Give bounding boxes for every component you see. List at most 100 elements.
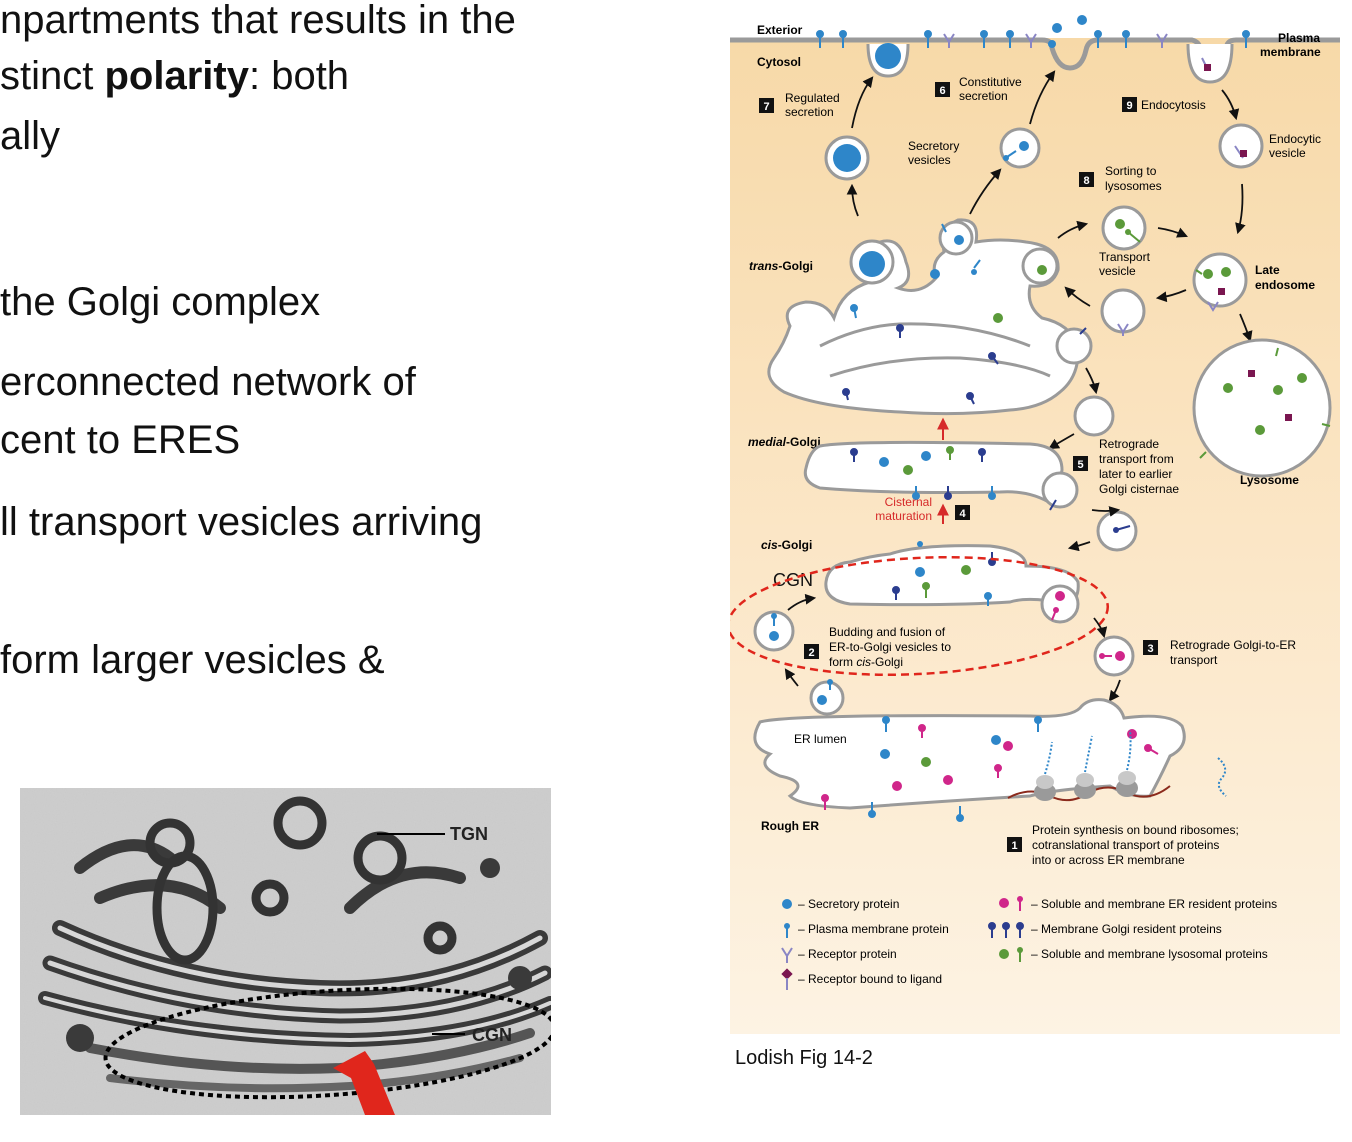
ribosomes <box>1034 771 1138 801</box>
step-7-line-1: Regulated <box>785 91 840 105</box>
label-cgn: CGN <box>773 570 813 590</box>
retrograde-vesicle-2 <box>1073 395 1115 437</box>
slide-line-1: npartments that results in the <box>0 0 516 42</box>
step-5-number: 5 <box>1077 459 1083 471</box>
slide-line-5: erconnected network of <box>0 360 416 404</box>
step-5-line-4: Golgi cisternae <box>1099 482 1179 496</box>
step-1-badge <box>1007 837 1022 852</box>
trans-golgi-bud-dense <box>849 239 895 285</box>
step-9-number: 9 <box>1126 100 1132 112</box>
secreted-proteins <box>1048 15 1087 48</box>
legend-receptor-ligand: – Receptor bound to ligand <box>798 972 942 986</box>
lysosomal-transport-vesicle <box>1101 205 1147 251</box>
legend: – Secretory protein – Plasma membrane pr… <box>781 896 1277 990</box>
step-2-line-1: Budding and fusion of <box>829 625 946 639</box>
step-6-line-2: secretion <box>959 89 1008 103</box>
label-endosome: endosome <box>1255 278 1315 292</box>
label-plasma: Plasma <box>1278 31 1320 45</box>
cgn-highlight-ellipse <box>730 555 1110 677</box>
slide-line-7: ll transport vesicles arriving <box>0 500 483 544</box>
step-2-badge <box>804 644 819 659</box>
lysosome <box>1192 338 1332 478</box>
step-7-number: 7 <box>763 101 769 113</box>
constitutive-secretory-vesicle <box>999 127 1041 169</box>
cytosol-background <box>730 36 1340 1034</box>
retrograde-vesicle-3 <box>1096 510 1138 552</box>
regulated-secretory-vesicle <box>824 135 870 181</box>
er-secretory-proteins <box>880 735 1001 759</box>
step-3-number: 3 <box>1147 643 1153 655</box>
retrograde-vesicle-1 <box>1055 327 1093 365</box>
label-cytosol: Cytosol <box>757 55 801 69</box>
micrograph-label-cgn: CGN <box>472 1025 512 1045</box>
slide-line-2-post: : both <box>248 54 350 98</box>
legend-plasma-membrane: – Plasma membrane protein <box>798 922 949 936</box>
lodish-secretory-pathway-diagram: Exterior Cytosol Plasma membrane 7 Regul… <box>730 6 1340 1034</box>
cis-golgi-bud <box>1040 584 1080 624</box>
step-1-line-2: cotranslational transport of proteins <box>1032 838 1219 852</box>
step-5-line-1: Retrograde <box>1099 437 1159 451</box>
plasma-receptors <box>943 33 1168 48</box>
regulated-secretion-fusing-granule <box>866 43 910 78</box>
label-medial-golgi: medial-Golgi <box>748 435 821 449</box>
step-2-line-3: form cis-Golgi <box>829 655 903 669</box>
label-secretory: Secretory <box>908 139 959 153</box>
slide-line-8: form larger vesicles & <box>0 638 385 682</box>
slide-polarity-bold: polarity <box>104 54 249 98</box>
slide-line-2: stinct polarity: both <box>0 56 349 96</box>
legend-secretory: – Secretory protein <box>798 897 899 911</box>
medial-golgi-bud <box>1041 471 1079 511</box>
step-6-number: 6 <box>939 85 945 97</box>
step-8-line-1: Sorting to <box>1105 164 1157 178</box>
golgi-to-er-vesicle <box>1093 635 1135 677</box>
step-1-line-1: Protein synthesis on bound ribosomes; <box>1032 823 1239 837</box>
label-late: Late <box>1255 263 1280 277</box>
legend-receptor: – Receptor protein <box>798 947 897 961</box>
step-5-line-2: transport from <box>1099 452 1174 466</box>
label-transport: Transport <box>1099 250 1151 264</box>
trans-golgi-secretory-proteins <box>930 269 977 279</box>
golgi-micrograph: TGN CGN <box>20 788 551 1115</box>
step-4-number: 4 <box>959 508 966 520</box>
label-vesicle: vesicle <box>1269 146 1306 160</box>
step-2-number: 2 <box>808 647 814 659</box>
red-pointer-arrow <box>333 1051 395 1115</box>
step-7-badge <box>759 98 774 113</box>
slide-line-4: the Golgi complex <box>0 280 321 324</box>
step-6-line-1: Constitutive <box>959 75 1022 89</box>
step-8-line-2: lysosomes <box>1105 179 1162 193</box>
step-2-line-2: ER-to-Golgi vesicles to <box>829 640 951 654</box>
endocytic-vesicle <box>1218 123 1264 169</box>
label-maturation: maturation <box>875 509 932 523</box>
micrograph-label-tgn: TGN <box>450 824 488 844</box>
er-to-golgi-vesicle <box>753 610 795 652</box>
step-9-badge <box>1122 97 1137 112</box>
step-6-badge <box>935 82 950 97</box>
er-budding-vesicle <box>809 679 845 716</box>
label-cis-golgi: cis-Golgi <box>761 538 812 552</box>
step-9-line-1: Endocytosis <box>1141 98 1206 112</box>
label-endocytic: Endocytic <box>1269 132 1321 146</box>
step-3-badge <box>1143 640 1158 655</box>
label-er-lumen: ER lumen <box>794 732 847 746</box>
step-8-badge <box>1079 172 1094 187</box>
label-rough-er: Rough ER <box>761 819 819 833</box>
step-7-line-2: secretion <box>785 105 834 119</box>
legend-er-resident: – Soluble and membrane ER resident prote… <box>1031 897 1277 911</box>
label-vesicles: vesicles <box>908 153 951 167</box>
label-lysosome: Lysosome <box>1240 473 1299 487</box>
plasma-membrane-proteins <box>816 30 1250 48</box>
legend-golgi-resident: – Membrane Golgi resident proteins <box>1031 922 1222 936</box>
step-8-number: 8 <box>1083 175 1089 187</box>
step-3-line-1: Retrograde Golgi-to-ER <box>1170 638 1296 652</box>
legend-lysosomal: – Soluble and membrane lysosomal protein… <box>1031 947 1268 961</box>
cgn-dotted-outline <box>103 986 551 1100</box>
label-trans-golgi: trans-Golgi <box>749 259 813 273</box>
trans-golgi-bud-lysosomal <box>1021 247 1059 285</box>
step-5-badge <box>1073 456 1088 471</box>
nascent-chains <box>1044 729 1227 797</box>
step-3-line-2: transport <box>1170 653 1218 667</box>
label-membrane: membrane <box>1260 45 1321 59</box>
label-cisternal: Cisternal <box>885 495 932 509</box>
slide-line-2-pre: stinct <box>0 54 105 98</box>
